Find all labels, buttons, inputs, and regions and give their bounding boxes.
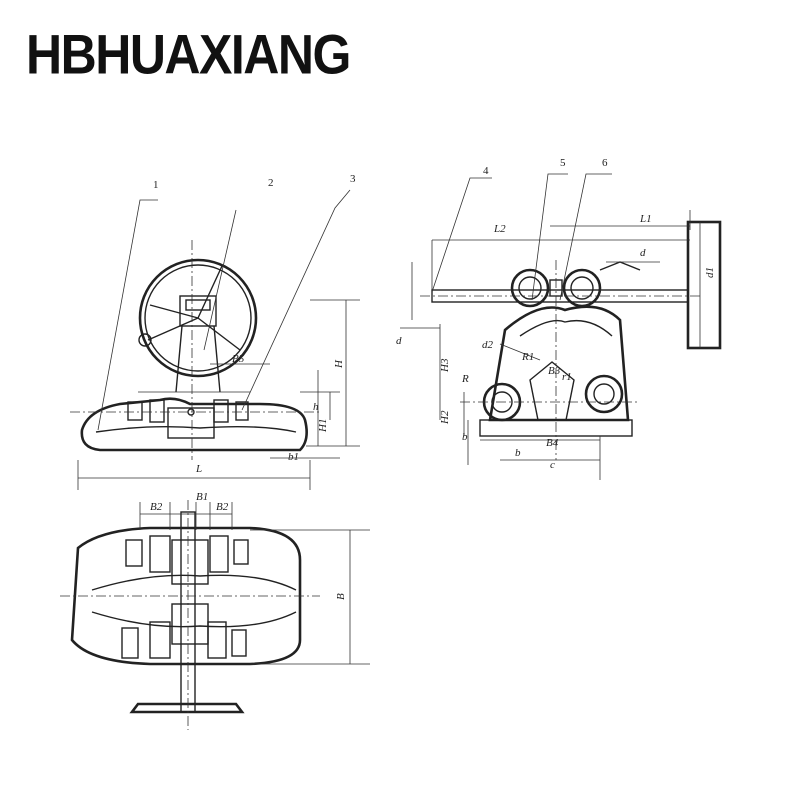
label-h: h [313, 401, 319, 413]
top-handwheel [129, 702, 245, 714]
top-view [60, 500, 370, 730]
label-b: b [462, 431, 468, 443]
handwheel-knob [138, 333, 152, 347]
label-B: B [335, 593, 347, 600]
label-B3: B3 [548, 365, 561, 377]
front-view [70, 189, 360, 490]
label-B2-left: B2 [150, 501, 163, 513]
callout-6: 6 [602, 157, 608, 169]
gear-frame [488, 305, 630, 422]
label-H: H [333, 359, 345, 369]
label-B1: B1 [196, 491, 208, 503]
label-L: L [195, 463, 202, 475]
label-L2: L2 [493, 223, 506, 235]
label-L1: L1 [639, 213, 652, 225]
label-b-lower: b [515, 447, 521, 459]
label-b1: b1 [288, 451, 299, 463]
label-R1: R1 [521, 351, 534, 363]
label-d1: d1 [704, 267, 716, 278]
side-view [400, 173, 722, 480]
top-body [70, 526, 302, 666]
label-R: R [461, 373, 469, 385]
callout-4: 4 [483, 165, 489, 177]
label-d2: d2 [482, 339, 494, 351]
label-r1: r1 [562, 371, 572, 383]
label-H1: H1 [317, 419, 329, 433]
callout-2: 2 [268, 177, 274, 189]
label-B5: B5 [232, 353, 245, 365]
label-H2: H2 [439, 410, 451, 425]
brand-logo: HBHUAXIANG [26, 23, 351, 86]
handwheel-rim [138, 258, 258, 378]
callout-1: 1 [153, 179, 159, 191]
label-d: d [640, 247, 646, 259]
label-c: c [550, 459, 555, 471]
label-d-left: d [396, 335, 402, 347]
label-H3: H3 [439, 358, 451, 373]
label-B2-right: B2 [216, 501, 229, 513]
end-handwheel [686, 220, 722, 350]
base-casting [80, 397, 308, 452]
callout-5: 5 [560, 157, 566, 169]
callout-3: 3 [350, 173, 356, 185]
label-B4: B4 [546, 437, 559, 449]
